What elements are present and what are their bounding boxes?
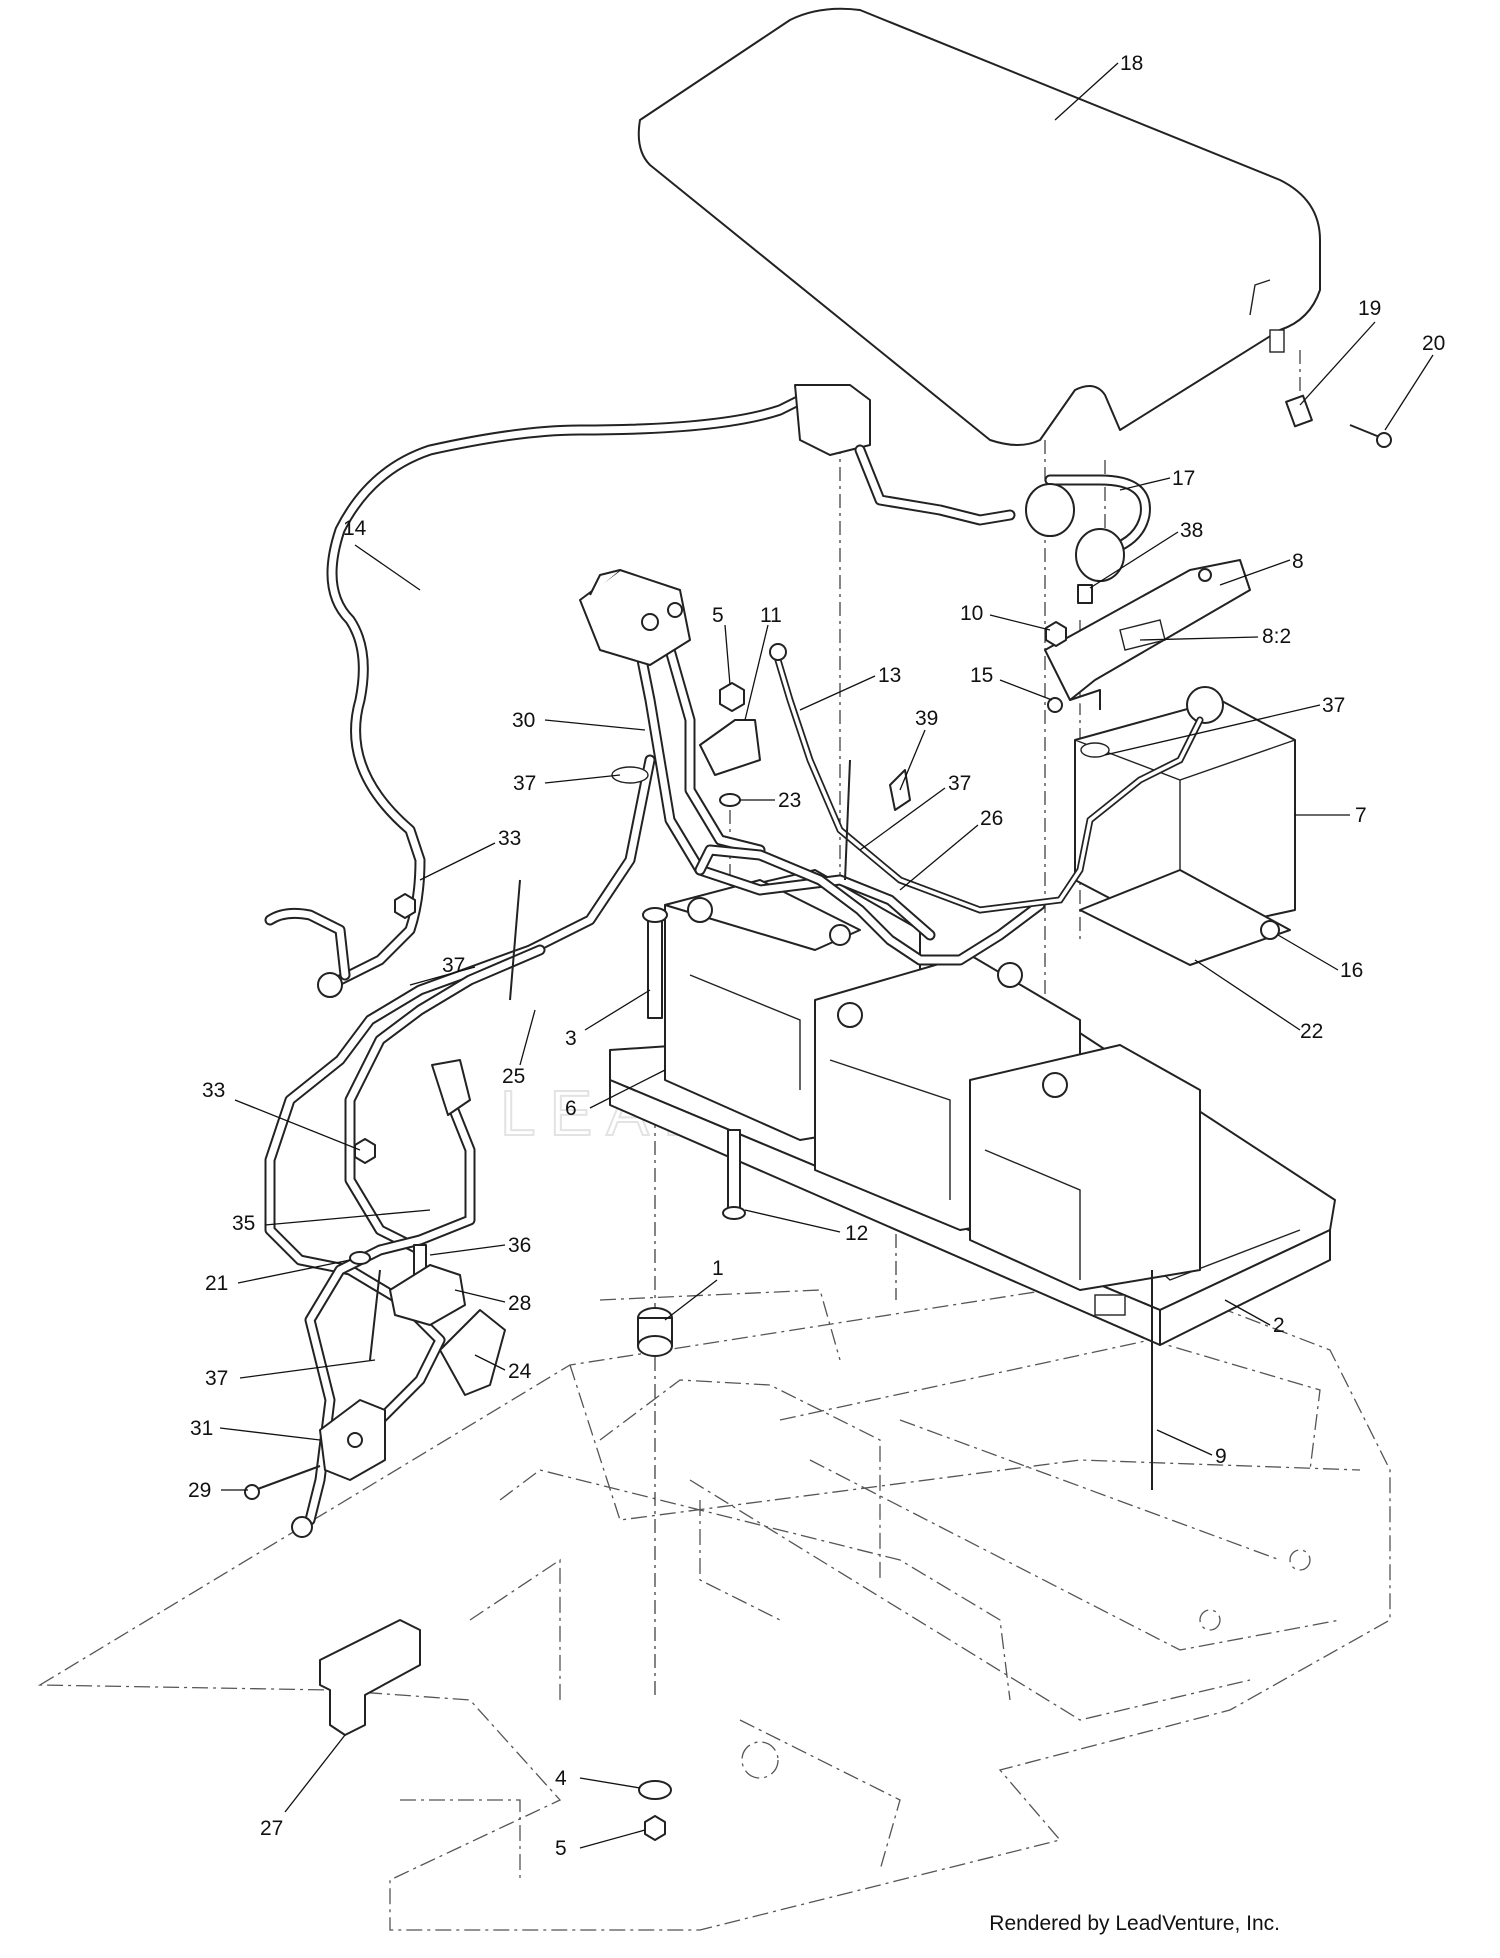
callout-13: 13: [878, 664, 901, 687]
callout-29: 29: [188, 1479, 211, 1502]
callout-8: 8: [1292, 550, 1304, 573]
callout-17: 17: [1172, 467, 1195, 490]
callout-11: 11: [760, 604, 782, 627]
washer-part-4: [638, 1780, 672, 1800]
washer-part-21: [349, 1251, 371, 1265]
tie-part-38: [1077, 584, 1093, 604]
callout-30: 30: [512, 709, 535, 732]
solenoid: [579, 569, 691, 666]
bracket-part-8: [1044, 559, 1251, 710]
cable-part-13: [769, 643, 1204, 914]
callout-4: 4: [555, 1767, 567, 1790]
callout-33: 33: [498, 827, 521, 850]
bolt-part-12: [722, 1129, 746, 1220]
leader-lines: [219, 62, 1434, 1849]
callout-19: 19: [1358, 297, 1381, 320]
callout-37: 37: [442, 954, 465, 977]
callout-37: 37: [513, 772, 536, 795]
plate-part-31: [319, 1399, 386, 1481]
mower-frame: [37, 1284, 1391, 1931]
pad-part-22: [1079, 869, 1291, 966]
cable-part-26: [694, 844, 1046, 966]
callout-39: 39: [915, 707, 938, 730]
callout-12: 12: [845, 1222, 868, 1245]
callout-1: 1: [712, 1257, 724, 1280]
nut-part-33-bottom: [354, 1138, 376, 1164]
callout-10: 10: [960, 602, 983, 625]
callout-14: 14: [343, 517, 367, 540]
cable-part-14: [264, 384, 1016, 998]
nut-part-5-bottom: [644, 1815, 666, 1841]
callout-3: 3: [565, 1027, 577, 1050]
bolt-part-3: [642, 907, 668, 1019]
render-credit: Rendered by LeadVenture, Inc.: [989, 1912, 1280, 1935]
callout-36: 36: [508, 1234, 531, 1257]
callout-16: 16: [1340, 959, 1363, 982]
nut-part-10: [1045, 621, 1067, 647]
callout-7: 7: [1355, 804, 1367, 827]
callout-2: 2: [1273, 1314, 1285, 1337]
screw-part-20: [1349, 424, 1392, 448]
callout-37: 37: [1322, 694, 1345, 717]
cable-part-17: [1025, 474, 1151, 582]
callout-37: 37: [948, 772, 971, 795]
nut-part-15: [1047, 697, 1063, 713]
callout-5: 5: [712, 604, 724, 627]
nut-part-33-top: [394, 893, 416, 919]
clamp-part-11: [699, 719, 761, 776]
callout-27: 27: [260, 1817, 283, 1840]
washer-part-23: [719, 793, 741, 807]
callout-21: 21: [205, 1272, 228, 1295]
callout-15: 15: [970, 664, 993, 687]
callout-35: 35: [232, 1212, 255, 1235]
callout-31: 31: [190, 1417, 213, 1440]
bracket-part-27: [319, 1619, 421, 1736]
battery-part-7: [1074, 686, 1296, 936]
callout-26: 26: [980, 807, 1003, 830]
callout-33: 33: [202, 1079, 225, 1102]
callout-18: 18: [1120, 52, 1143, 75]
grommet-part-1: [637, 1307, 673, 1357]
callout-22: 22: [1300, 1020, 1323, 1043]
callout-labels: 18 19 20 17 14 38 8 10 8:2 5 11 13 15 37…: [188, 52, 1445, 1860]
callout-24: 24: [508, 1360, 532, 1383]
nut-part-16: [1260, 920, 1280, 940]
callout-9: 9: [1215, 1445, 1227, 1468]
seat-cover-part-18: [637, 7, 1321, 446]
nut-part-5-top: [719, 682, 745, 712]
callout-6: 6: [565, 1097, 577, 1120]
cover-part-24: [439, 1309, 506, 1396]
clip-part-19: [1285, 394, 1313, 428]
callout-25: 25: [502, 1065, 525, 1088]
bracket-part-28: [389, 1264, 466, 1326]
callout-5: 5: [555, 1837, 567, 1860]
callout-37: 37: [205, 1367, 228, 1390]
callout-8-2: 8:2: [1262, 625, 1291, 648]
callout-20: 20: [1422, 332, 1445, 355]
cable-ties-37: [369, 742, 1110, 1361]
bolt-part-29: [244, 1465, 321, 1500]
callout-38: 38: [1180, 519, 1203, 542]
callout-28: 28: [508, 1292, 531, 1315]
callout-23: 23: [778, 789, 801, 812]
battery-right: [969, 1044, 1201, 1291]
